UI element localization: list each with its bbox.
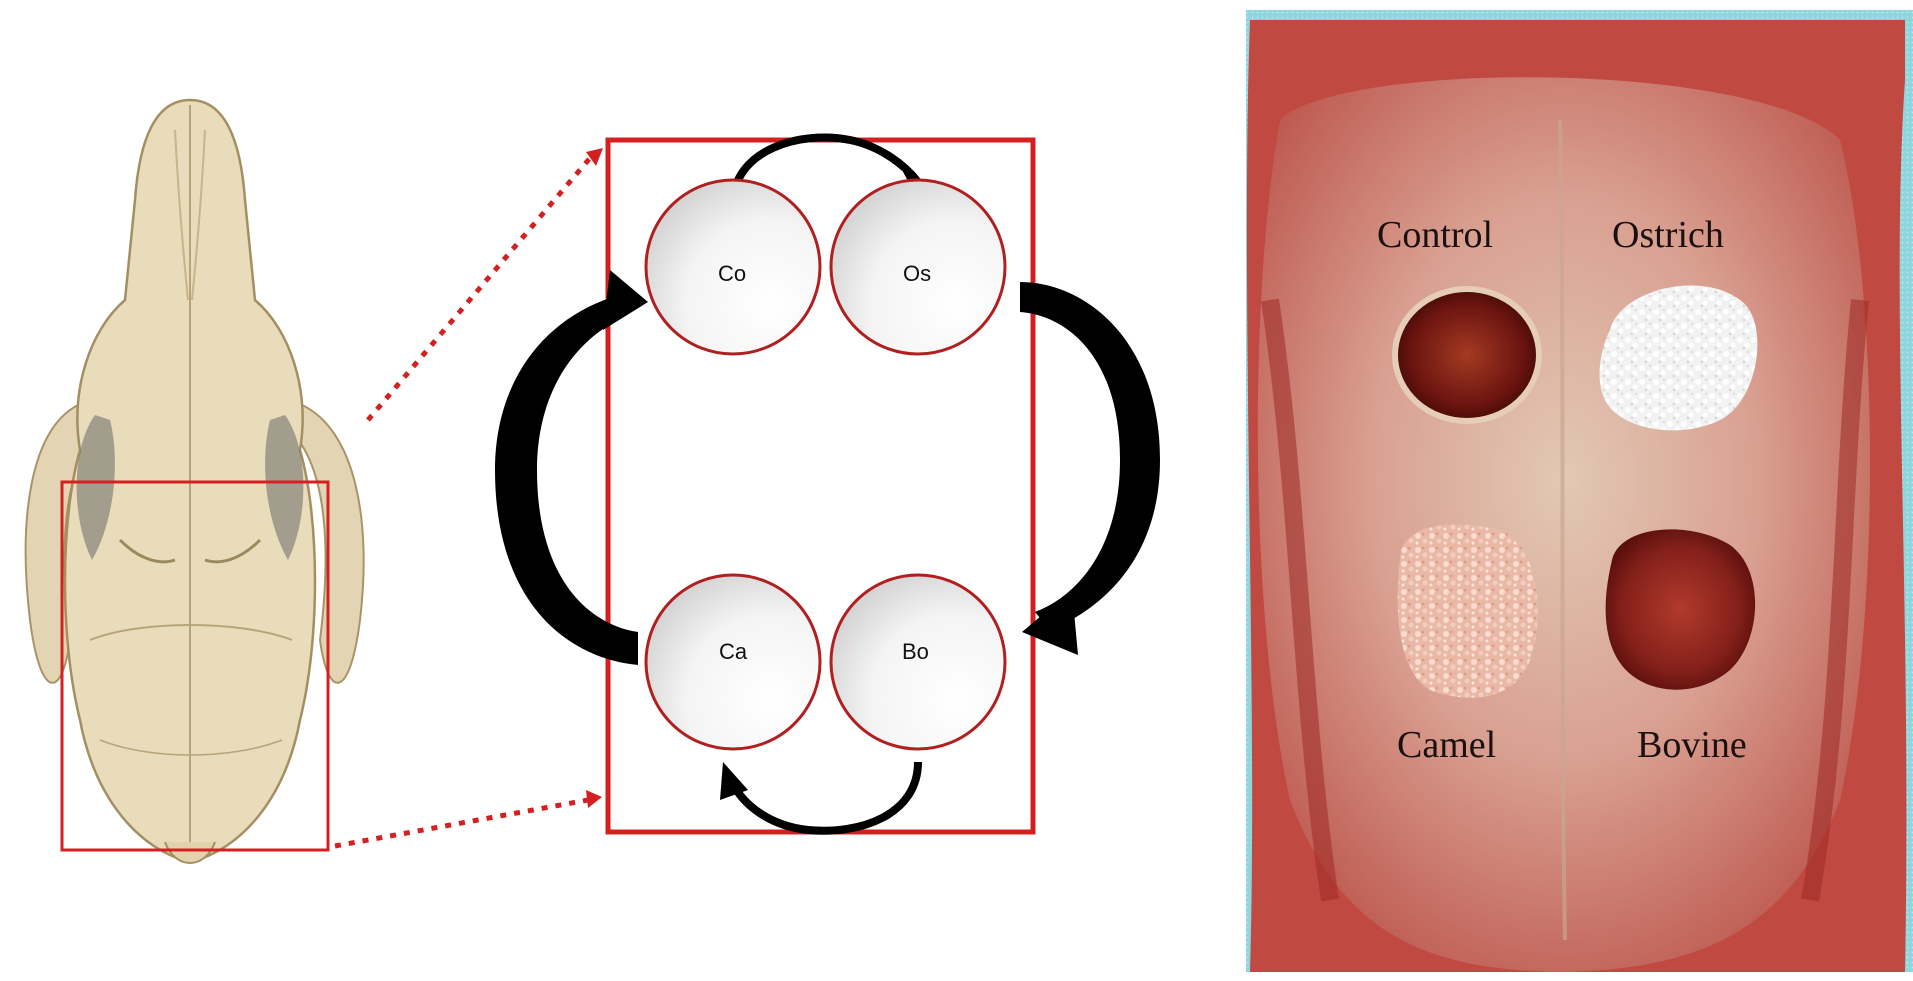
photo-label-bovine: Bovine	[1637, 724, 1747, 766]
photo-label-ostrich: Ostrich	[1612, 214, 1724, 256]
zoom-connector-lines	[334, 148, 603, 849]
defect-camel-graft	[1397, 524, 1538, 698]
defect-bovine-graft	[1605, 529, 1756, 690]
selection-box	[60, 480, 330, 852]
circle-label-co: Co	[718, 261, 746, 286]
surgical-photo: Control Ostrich Camel Bovine	[1246, 10, 1913, 972]
group-circle-co: Co	[644, 178, 822, 356]
photo-label-control: Control	[1377, 214, 1493, 256]
photo-label-camel: Camel	[1397, 724, 1496, 766]
circle-label-bo: Bo	[902, 639, 929, 664]
group-circle-os: Os	[829, 178, 1007, 356]
group-circle-bo: Bo	[829, 573, 1007, 751]
defect-control	[1392, 286, 1542, 424]
group-circle-ca: Ca	[644, 573, 822, 751]
circle-label-os: Os	[903, 261, 931, 286]
defect-ostrich-graft	[1599, 285, 1758, 431]
circle-label-ca: Ca	[719, 639, 748, 664]
